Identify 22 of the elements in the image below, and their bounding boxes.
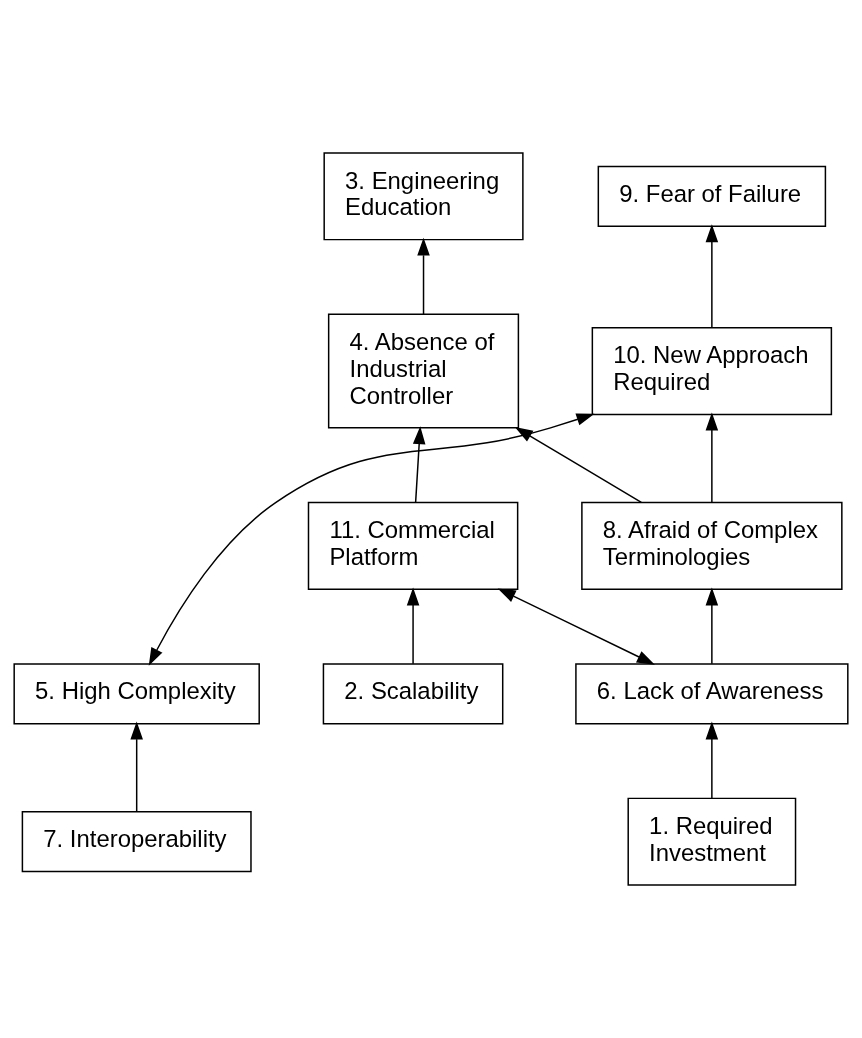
arrow bbox=[705, 587, 719, 665]
arrow bbox=[406, 587, 420, 665]
arrow bbox=[514, 427, 643, 504]
node-box: 11. Commercial Platform bbox=[307, 501, 519, 590]
node-box: 3. Engineering Education bbox=[323, 152, 524, 241]
node-box: 1. Required Investment bbox=[627, 797, 797, 886]
arrow bbox=[705, 721, 719, 800]
node-box: 10. New Approach Required bbox=[591, 327, 833, 416]
arrow bbox=[130, 721, 143, 813]
arrow bbox=[417, 237, 430, 316]
arrow bbox=[497, 588, 655, 665]
node-box: 6. Lack of Awareness bbox=[575, 663, 849, 725]
node-box: 9. Fear of Failure bbox=[597, 165, 827, 227]
node-box: 2. Scalability bbox=[322, 663, 504, 725]
node-box: 7. Interoperability bbox=[21, 811, 252, 873]
node-box: 8. Afraid of Complex Terminologies bbox=[581, 501, 843, 590]
node-box: 4. Absence of Industrial Controller bbox=[327, 313, 520, 429]
arrow bbox=[412, 426, 426, 504]
arrow bbox=[705, 224, 719, 329]
node-box: 5. High Complexity bbox=[13, 663, 260, 725]
arrow bbox=[705, 412, 719, 504]
arrow bbox=[148, 413, 595, 666]
